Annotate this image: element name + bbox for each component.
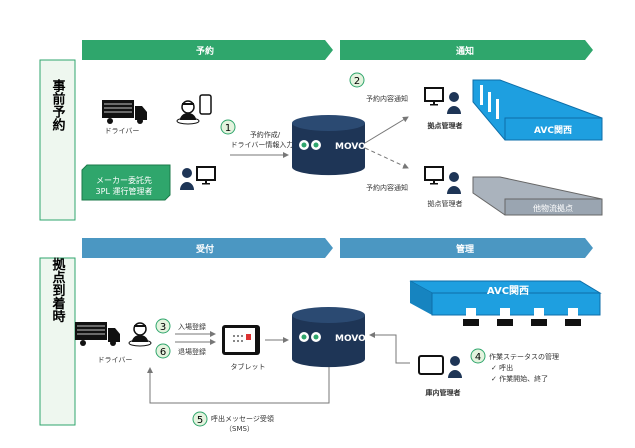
banner-notify-label: 通知 [456, 45, 474, 57]
truck-icon [74, 321, 121, 347]
step-6-number: 6 [160, 347, 166, 358]
warehouse-manager-icon [448, 356, 462, 378]
banner-manage-label: 管理 [456, 243, 474, 255]
banner-reserve [82, 40, 333, 60]
arrow-notify-2 [364, 147, 409, 169]
avc-kansai-building [472, 79, 603, 141]
monitor-icon [424, 87, 444, 107]
step-1-number: 1 [225, 123, 231, 134]
arrow-sms [147, 367, 330, 404]
smartphone-icon [199, 94, 212, 115]
operator-person-icon [180, 168, 194, 190]
monitor-icon [424, 166, 444, 186]
step-3-number: 3 [160, 322, 166, 333]
site-manager-icon [447, 92, 461, 114]
site-manager-label-2: 拠点管理者 [428, 199, 463, 208]
step-3-badge [155, 318, 171, 334]
exit-registration-label: 退場登録 [178, 347, 206, 356]
step-4-number: 4 [475, 352, 481, 363]
driver-icon [176, 100, 200, 125]
driver-label: ドライバー [98, 356, 133, 364]
notice-text-1: 予約内容通知 [366, 94, 408, 103]
step-5-badge [192, 411, 208, 427]
site-manager-label-1: 拠点管理者 [428, 121, 463, 130]
step-2-number: 2 [354, 76, 360, 87]
side-label-pre-reservation [39, 59, 76, 221]
tablet-label: タブレット [231, 362, 266, 371]
step-5-number: 5 [197, 415, 203, 426]
step-1-text-1: 予約作成/ [250, 130, 281, 139]
banner-reception-label: 受付 [196, 243, 214, 255]
driver-icon [128, 322, 152, 347]
tablet-icon [418, 355, 444, 375]
maker-3pl-box [81, 164, 171, 201]
maker-text-1: メーカー委託先 [96, 175, 152, 185]
step-1-text-2: ドライバー情報入力 [231, 140, 294, 149]
movo-label: MOVO [335, 142, 366, 152]
side-label-top-text: 事前予約 [50, 78, 66, 132]
avc-kansai-label: AVC関西 [487, 285, 529, 297]
maker-text-2: 3PL 運行管理者 [96, 186, 153, 196]
truck-icon [101, 99, 148, 125]
banner-reserve-label: 予約 [196, 45, 214, 57]
driver-label: ドライバー [105, 127, 140, 135]
status-item-work: ✓ 作業開始、終了 [491, 374, 548, 383]
warehouse-manager-label: 庫内管理者 [426, 388, 461, 397]
site-manager-icon [447, 172, 461, 194]
step-2-badge [349, 72, 365, 88]
entry-registration-label: 入場登録 [178, 322, 206, 331]
step-6-badge [155, 343, 171, 359]
avc-kansai-building [409, 280, 602, 326]
sms-text-1: 呼出メッセージ受領 [211, 414, 274, 423]
sms-text-2: （SMS） [225, 425, 254, 433]
step-1-badge [220, 119, 236, 135]
arrow-manager-movo [369, 332, 410, 364]
status-title: 作業ステータスの管理 [489, 352, 559, 361]
banner-manage [340, 238, 593, 258]
monitor-icon [196, 166, 216, 186]
banner-reception [82, 238, 333, 258]
notice-text-2: 予約内容通知 [366, 183, 408, 192]
status-item-call: ✓ 呼出 [491, 363, 513, 372]
other-site-label: 他物流拠点 [533, 203, 573, 213]
tablet-icon [222, 325, 260, 355]
arrow-notify-1 [364, 116, 409, 144]
avc-kansai-label: AVC関西 [534, 125, 572, 136]
step-4-badge [470, 348, 486, 364]
other-logistics-building [472, 176, 603, 216]
side-label-arrival [39, 257, 76, 426]
side-label-bottom-text: 拠点到着時 [50, 257, 67, 324]
banner-notify [340, 40, 593, 60]
movo-label: MOVO [335, 334, 366, 344]
